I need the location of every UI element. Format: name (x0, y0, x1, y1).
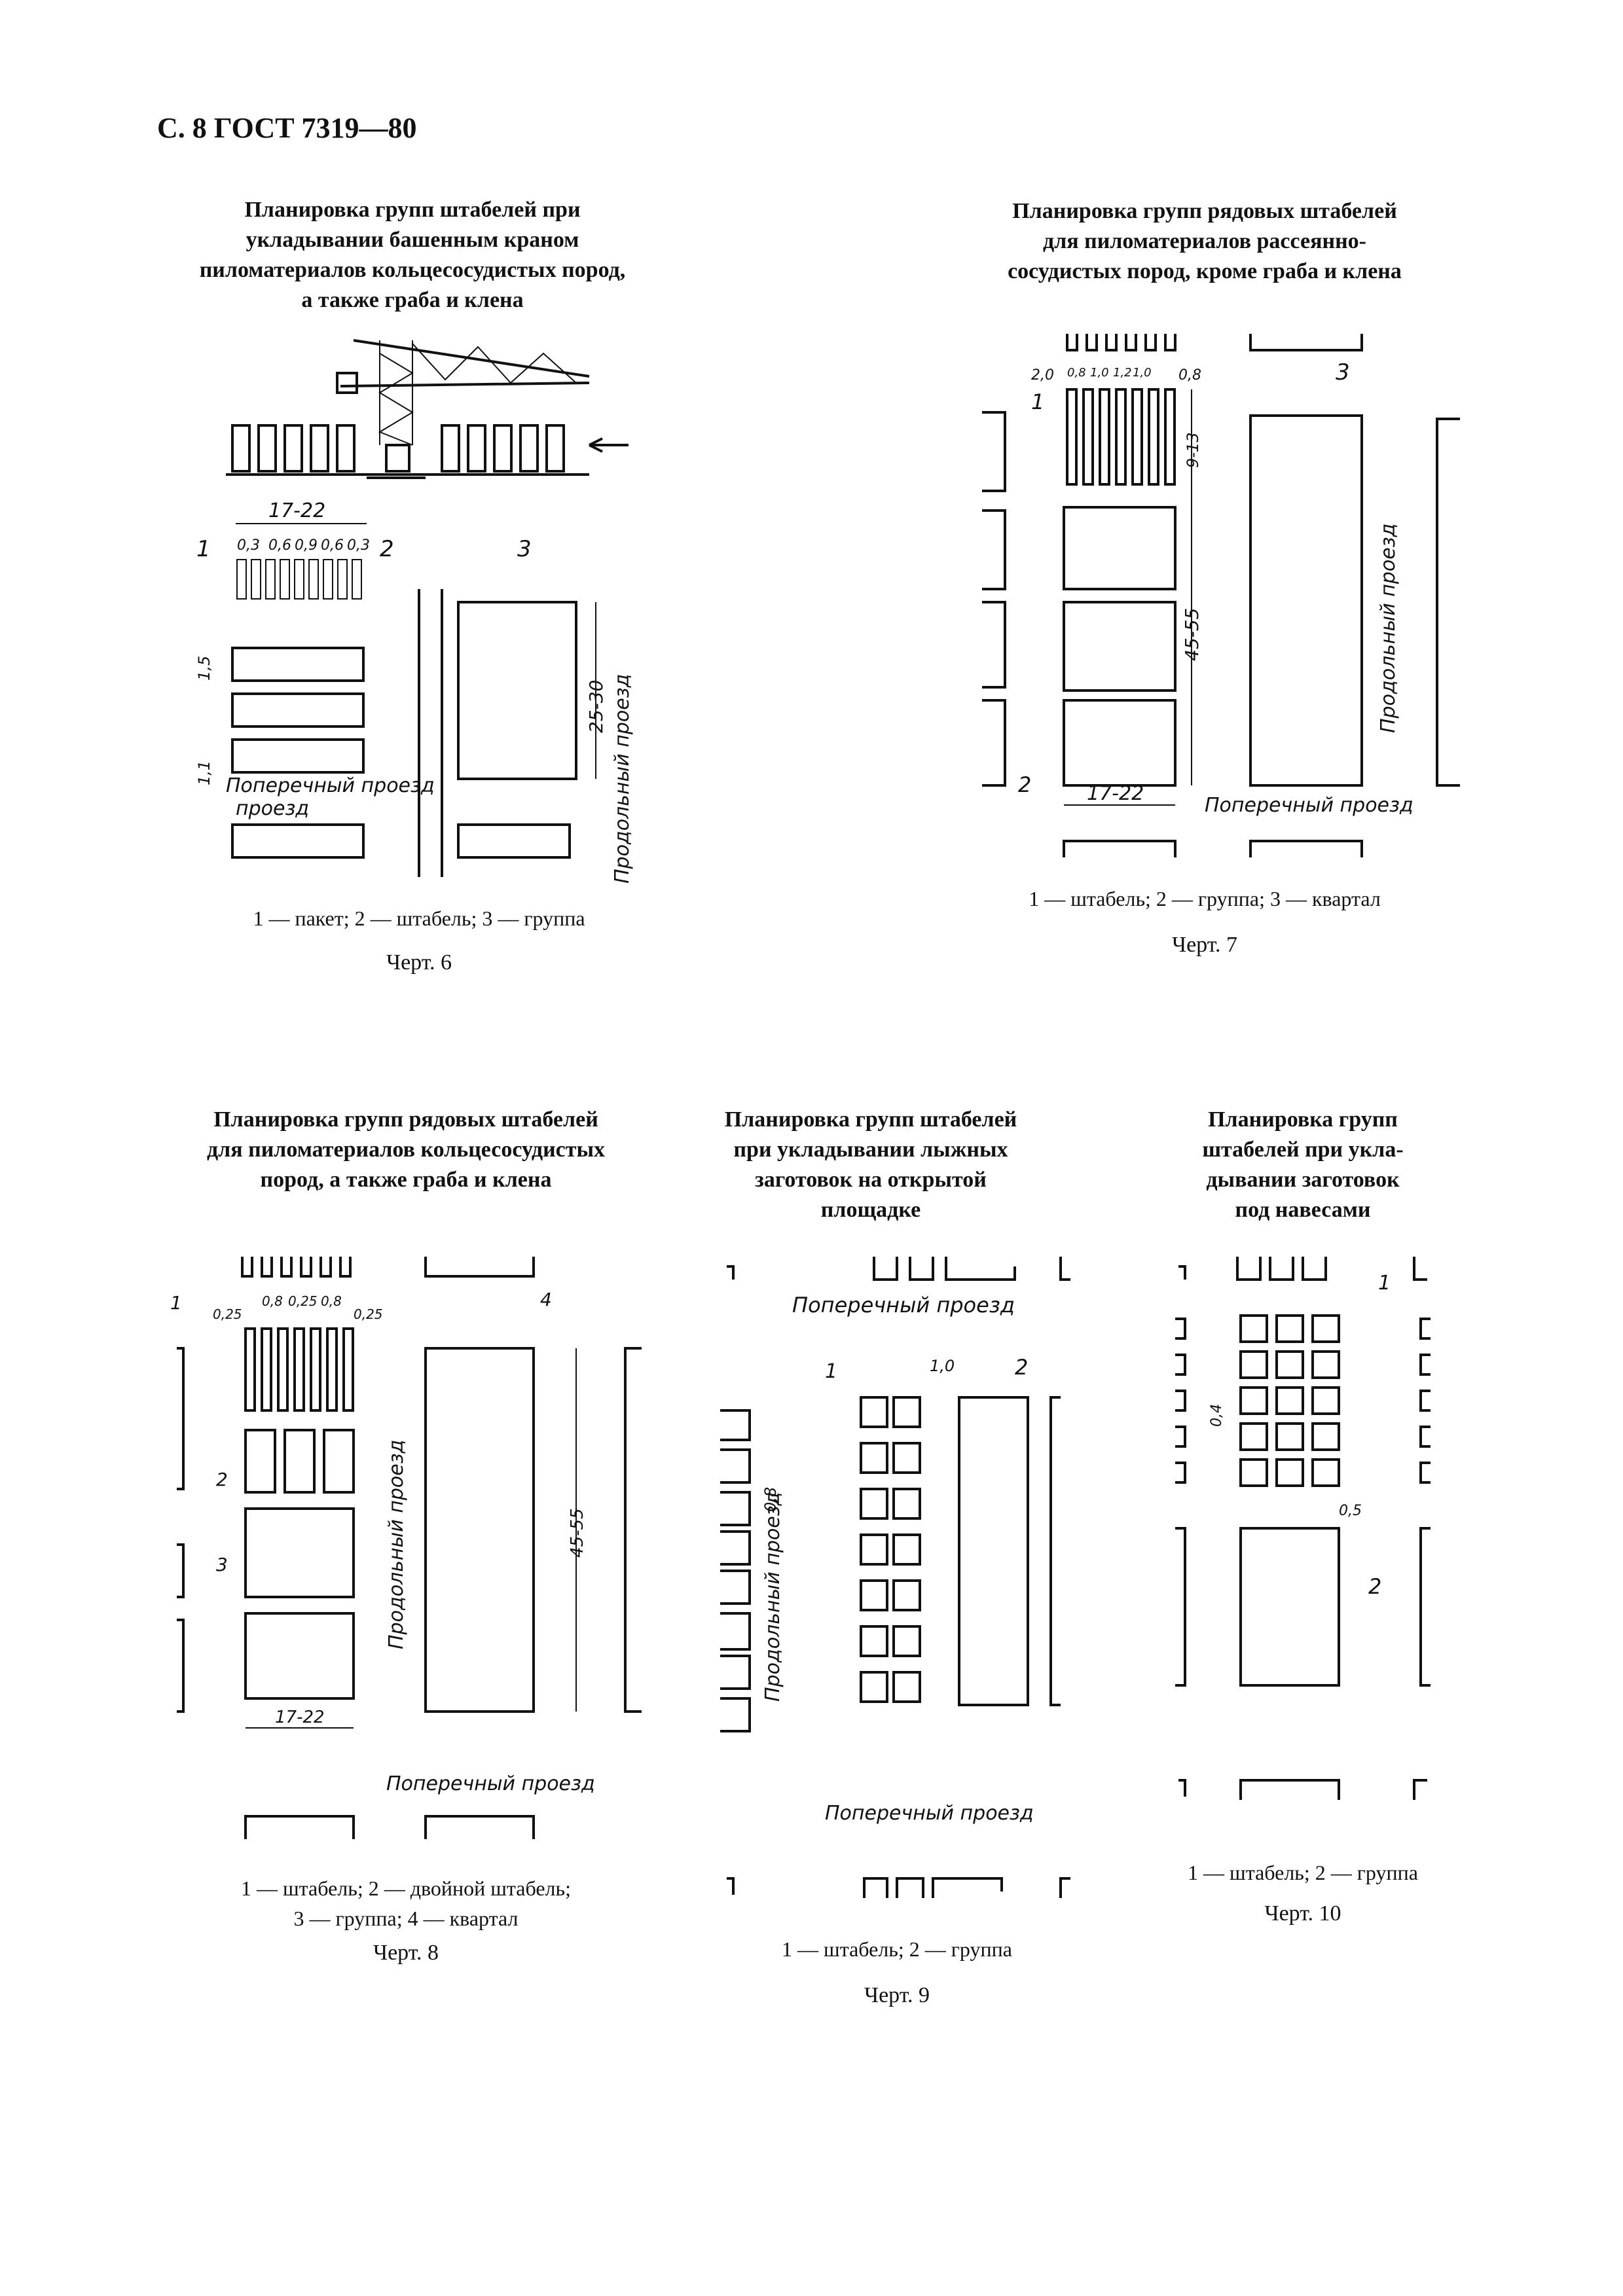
fig10-stacks (1239, 1314, 1340, 1487)
fig8-legend: 1 — штабель; 2 — двойной штабель; 3 — гр… (240, 1876, 571, 1930)
fig7-legend: 1 — штабель; 2 — группа; 3 — квартал (1029, 887, 1381, 910)
fig7-quarter (1249, 414, 1363, 787)
fig9-group (958, 1396, 1029, 1706)
svg-text:0,25: 0,25 (354, 1306, 383, 1322)
fig6-label-3: 3 (517, 536, 532, 562)
fig7-side-blocks (982, 411, 1460, 787)
svg-text:0,8: 0,8 (1067, 366, 1086, 380)
fig6-group (457, 601, 577, 780)
stack-row (226, 424, 629, 476)
fig6-caption: Черт. 6 (386, 950, 452, 975)
fig10-caption: Черт. 10 (1264, 1901, 1341, 1926)
fig10-diagram: 1 0,4 0,5 2 (1175, 1257, 1431, 1800)
fig8-group (244, 1507, 355, 1598)
fig6-stack (231, 738, 365, 774)
fig6-packets (236, 559, 362, 600)
fig8-cross-label: Поперечный проезд (386, 1772, 595, 1795)
fig6-stack (231, 692, 365, 728)
svg-text:9-13: 9-13 (1184, 433, 1202, 468)
svg-text:17-22: 17-22 (1087, 782, 1144, 805)
svg-text:1,1: 1,1 (195, 761, 213, 785)
svg-text:1,2: 1,2 (1113, 366, 1132, 380)
fig8-quarter (424, 1347, 535, 1713)
fig7-stacks (1066, 388, 1176, 486)
fig8-label-1: 1 (170, 1292, 182, 1314)
fig6-stack (231, 823, 365, 859)
fig9-label-1: 1 (825, 1360, 837, 1383)
fig10-legend: 1 — штабель; 2 — группа (1188, 1861, 1418, 1884)
fig8-long-label: Продольный проезд (385, 1440, 408, 1649)
fig9-diagram: Поперечный проезд 1 1,0 2 0,8 Продольный… (720, 1257, 1070, 1898)
svg-text:1,0: 1,0 (1133, 366, 1152, 380)
svg-text:0,3: 0,3 (347, 537, 370, 554)
fig6-label-1: 1 (196, 536, 211, 562)
fig8-title: Планировка групп рядовых штабелей для пи… (206, 1107, 606, 1192)
fig6-diagram: 17-22 1 2 3 0,3 0,6 0,9 0,6 0,3 1,5 1,1 … (195, 339, 634, 884)
svg-text:0,8: 0,8 (761, 1487, 780, 1512)
svg-text:0,6: 0,6 (321, 537, 344, 554)
svg-text:45-55: 45-55 (568, 1508, 587, 1558)
fig8-top-stacks (241, 1257, 535, 1278)
svg-text:0,25: 0,25 (288, 1293, 318, 1309)
crane-icon (336, 339, 590, 479)
fig9-side-blocks (720, 1409, 751, 1732)
fig6-title: Планировка групп штабелей при укладывани… (199, 198, 626, 312)
svg-text:1,0: 1,0 (1090, 366, 1109, 380)
svg-text:1,5: 1,5 (195, 656, 213, 681)
svg-text:0,6: 0,6 (268, 537, 291, 554)
fig9-long-label: Продольный проезд (761, 1492, 784, 1702)
fig8-stacks (244, 1327, 354, 1412)
fig8-double-stack (244, 1429, 276, 1494)
svg-text:0,8: 0,8 (321, 1293, 342, 1309)
svg-text:0,3: 0,3 (237, 537, 260, 554)
fig10-title: Планировка групп штабелей при укла- дыва… (1202, 1107, 1404, 1222)
fig8-label-3: 3 (216, 1554, 228, 1575)
svg-text:1,0: 1,0 (930, 1357, 955, 1375)
fig10-group (1239, 1527, 1340, 1687)
fig6-long-label: Продольный проезд (611, 674, 634, 884)
svg-text:0,25: 0,25 (213, 1306, 242, 1322)
fig7-title: Планировка групп рядовых штабелей для пи… (1008, 199, 1402, 283)
fig7-group (1063, 699, 1176, 787)
fig7-diagram: 2,0 0,8 1,0 1,2 1,0 0,8 1 3 2 9-13 45-55… (982, 334, 1460, 857)
fig9-caption: Черт. 9 (864, 1983, 930, 2007)
fig9-cross-label-bottom: Поперечный проезд (825, 1802, 1034, 1825)
fig6-cross-label: Поперечный проезд (226, 774, 435, 797)
fig7-top-stacks (1066, 334, 1363, 351)
fig8-diagram: 1 0,25 0,8 0,25 0,8 0,25 4 2 3 17-22 Про… (170, 1257, 642, 1839)
fig7-label-2: 2 (1018, 772, 1031, 797)
fig10-label-1: 1 (1378, 1272, 1391, 1295)
svg-text:0,9: 0,9 (295, 537, 318, 554)
fig7-long-label: Продольный проезд (1377, 524, 1400, 733)
fig7-label-1: 1 (1031, 389, 1044, 414)
svg-text:проезд: проезд (236, 797, 309, 820)
fig9-legend: 1 — штабель; 2 — группа (782, 1937, 1012, 1961)
fig7-cross-label: Поперечный проезд (1205, 794, 1413, 817)
fig9-title: Планировка групп штабелей при укладывани… (724, 1107, 1017, 1222)
svg-text:17-22: 17-22 (275, 1708, 325, 1727)
fig8-label-2: 2 (216, 1469, 228, 1490)
fig7-bottom-blocks (1063, 840, 1363, 857)
fig6-dim-width: 17-22 (268, 499, 325, 522)
fig9-label-2: 2 (1015, 1355, 1028, 1380)
svg-text:0,4: 0,4 (1209, 1404, 1225, 1427)
fig9-stacks (860, 1396, 921, 1703)
svg-text:0,8: 0,8 (1178, 367, 1201, 384)
svg-text:0,8: 0,8 (262, 1293, 283, 1309)
fig9-cross-label-top: Поперечный проезд (792, 1293, 1015, 1318)
svg-text:45-55: 45-55 (1181, 608, 1203, 661)
svg-text:0,5: 0,5 (1339, 1503, 1362, 1519)
fig10-side-blocks (1175, 1318, 1431, 1687)
svg-text:25-30: 25-30 (585, 680, 607, 733)
fig6-stack (231, 647, 365, 682)
fig10-label-2: 2 (1368, 1574, 1381, 1599)
fig6-label-2: 2 (380, 536, 394, 562)
fig8-label-4: 4 (540, 1289, 552, 1310)
svg-text:2,0: 2,0 (1031, 367, 1054, 384)
page-header: С. 8 ГОСТ 7319—80 (157, 112, 417, 144)
fig7-caption: Черт. 7 (1171, 933, 1238, 957)
fig7-label-3: 3 (1336, 359, 1350, 386)
fig6-legend: 1 — пакет; 2 — штабель; 3 — группа (253, 906, 585, 930)
fig8-caption: Черт. 8 (373, 1941, 439, 1965)
